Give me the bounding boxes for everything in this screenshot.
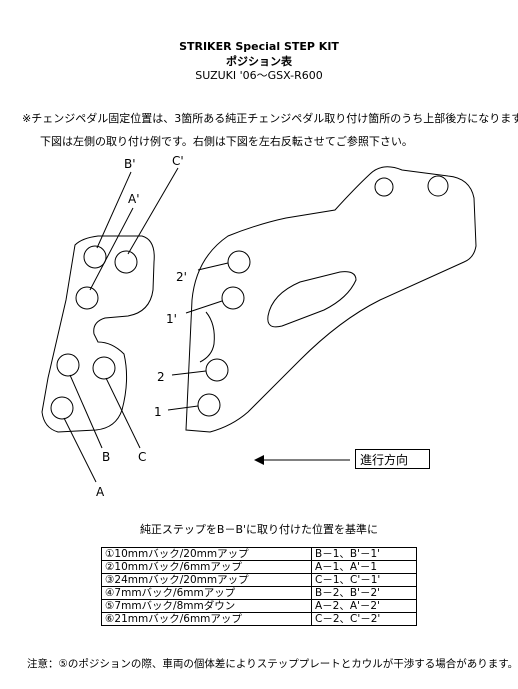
table-row: ①10mmバック/20mmアップ B－1、B'－1' bbox=[101, 547, 417, 561]
direction-arrow-head bbox=[254, 455, 264, 465]
right-plate-pocket bbox=[267, 271, 357, 328]
doc-title: STRIKER Special STEP KIT bbox=[179, 40, 339, 53]
hole-2-prime bbox=[227, 250, 251, 274]
label-A: A bbox=[96, 485, 105, 499]
hole-C-prime bbox=[114, 250, 138, 274]
hole-B-prime bbox=[83, 245, 107, 269]
table-row: ②10mmバック/6mmアップ A－1、A'－1 bbox=[101, 560, 417, 574]
holes-cell: A－1、A'－1 bbox=[311, 560, 417, 574]
top-hole-right bbox=[427, 175, 449, 197]
label-1: 1 bbox=[154, 405, 162, 419]
leader-B-prime bbox=[96, 171, 132, 249]
holes-cell: A－2、A'－2' bbox=[311, 599, 417, 613]
hole-2 bbox=[205, 358, 229, 382]
leader-A bbox=[63, 417, 97, 483]
setting-cell: ⑥21mmバック/6mmアップ bbox=[101, 612, 312, 626]
hole-A bbox=[50, 396, 74, 420]
leader-1 bbox=[167, 405, 199, 411]
leader-A-prime bbox=[89, 207, 134, 291]
label-C: C bbox=[138, 450, 146, 464]
label-1-prime: 1' bbox=[166, 312, 177, 326]
setting-cell: ⑤7mmバック/8mmダウン bbox=[101, 599, 312, 613]
note-line-2: 下図は左側の取り付け例です。右側は下図を左右反転させてご参照下さい。 bbox=[40, 135, 413, 148]
leader-2-prime bbox=[197, 262, 229, 271]
hole-1-prime bbox=[221, 286, 245, 310]
holes-cell: C－1、C'－1' bbox=[311, 573, 417, 587]
leader-2 bbox=[171, 370, 207, 376]
doc-subtitle: ポジション表 bbox=[226, 55, 292, 68]
hole-1 bbox=[197, 393, 221, 417]
table-row: ⑤7mmバック/8mmダウン A－2、A'－2' bbox=[101, 599, 417, 613]
step-plate-diagram: B' C' A' B C A 2' 1' 2 1 bbox=[41, 154, 477, 499]
right-plate-outline bbox=[185, 166, 477, 433]
label-A-prime: A' bbox=[128, 192, 140, 206]
leader-C bbox=[105, 377, 141, 449]
label-2-prime: 2' bbox=[176, 270, 187, 284]
holes-cell: B－1、B'－1' bbox=[311, 547, 417, 561]
label-B-prime: B' bbox=[124, 157, 136, 171]
leader-B bbox=[69, 374, 103, 449]
holes-cell: C－2、C'－2' bbox=[311, 612, 417, 626]
note-line-1: ※チェンジペダル固定位置は、3箇所ある純正チェンジペダル取り付け箇所のうち上部後… bbox=[22, 112, 518, 125]
left-plate-outline bbox=[41, 235, 155, 433]
label-C-prime: C' bbox=[172, 154, 184, 168]
model-name: SUZUKI '06～GSX-R600 bbox=[195, 69, 323, 82]
top-hole-left bbox=[374, 177, 394, 197]
direction-label: 進行方向 bbox=[355, 449, 430, 469]
table-row: ⑥21mmバック/6mmアップ C－2、C'－2' bbox=[101, 612, 417, 626]
table-title: 純正ステップをB－B'に取り付けた位置を基準に bbox=[139, 523, 379, 536]
table-row: ③24mmバック/20mmアップ C－1、C'－1' bbox=[101, 573, 417, 587]
leader-C-prime bbox=[127, 167, 179, 255]
setting-cell: ①10mmバック/20mmアップ bbox=[101, 547, 312, 561]
table-row: ④7mmバック/6mmアップ B－2、B'－2' bbox=[101, 586, 417, 600]
hole-B bbox=[56, 353, 80, 377]
label-2: 2 bbox=[157, 370, 165, 384]
setting-cell: ③24mmバック/20mmアップ bbox=[101, 573, 312, 587]
leader-1-prime bbox=[185, 300, 223, 314]
label-B: B bbox=[102, 450, 110, 464]
setting-cell: ②10mmバック/6mmアップ bbox=[101, 560, 312, 574]
hole-C bbox=[92, 356, 116, 380]
footer-note: 注意：⑤のポジションの際、車両の個体差によりステッププレートとカウルが干渉する場… bbox=[27, 658, 518, 670]
holes-cell: B－2、B'－2' bbox=[311, 586, 417, 600]
position-table: ①10mmバック/20mmアップ B－1、B'－1' ②10mmバック/6mmア… bbox=[101, 547, 417, 626]
right-plate-notch bbox=[199, 311, 215, 363]
setting-cell: ④7mmバック/6mmアップ bbox=[101, 586, 312, 600]
hole-A-prime bbox=[75, 286, 99, 310]
